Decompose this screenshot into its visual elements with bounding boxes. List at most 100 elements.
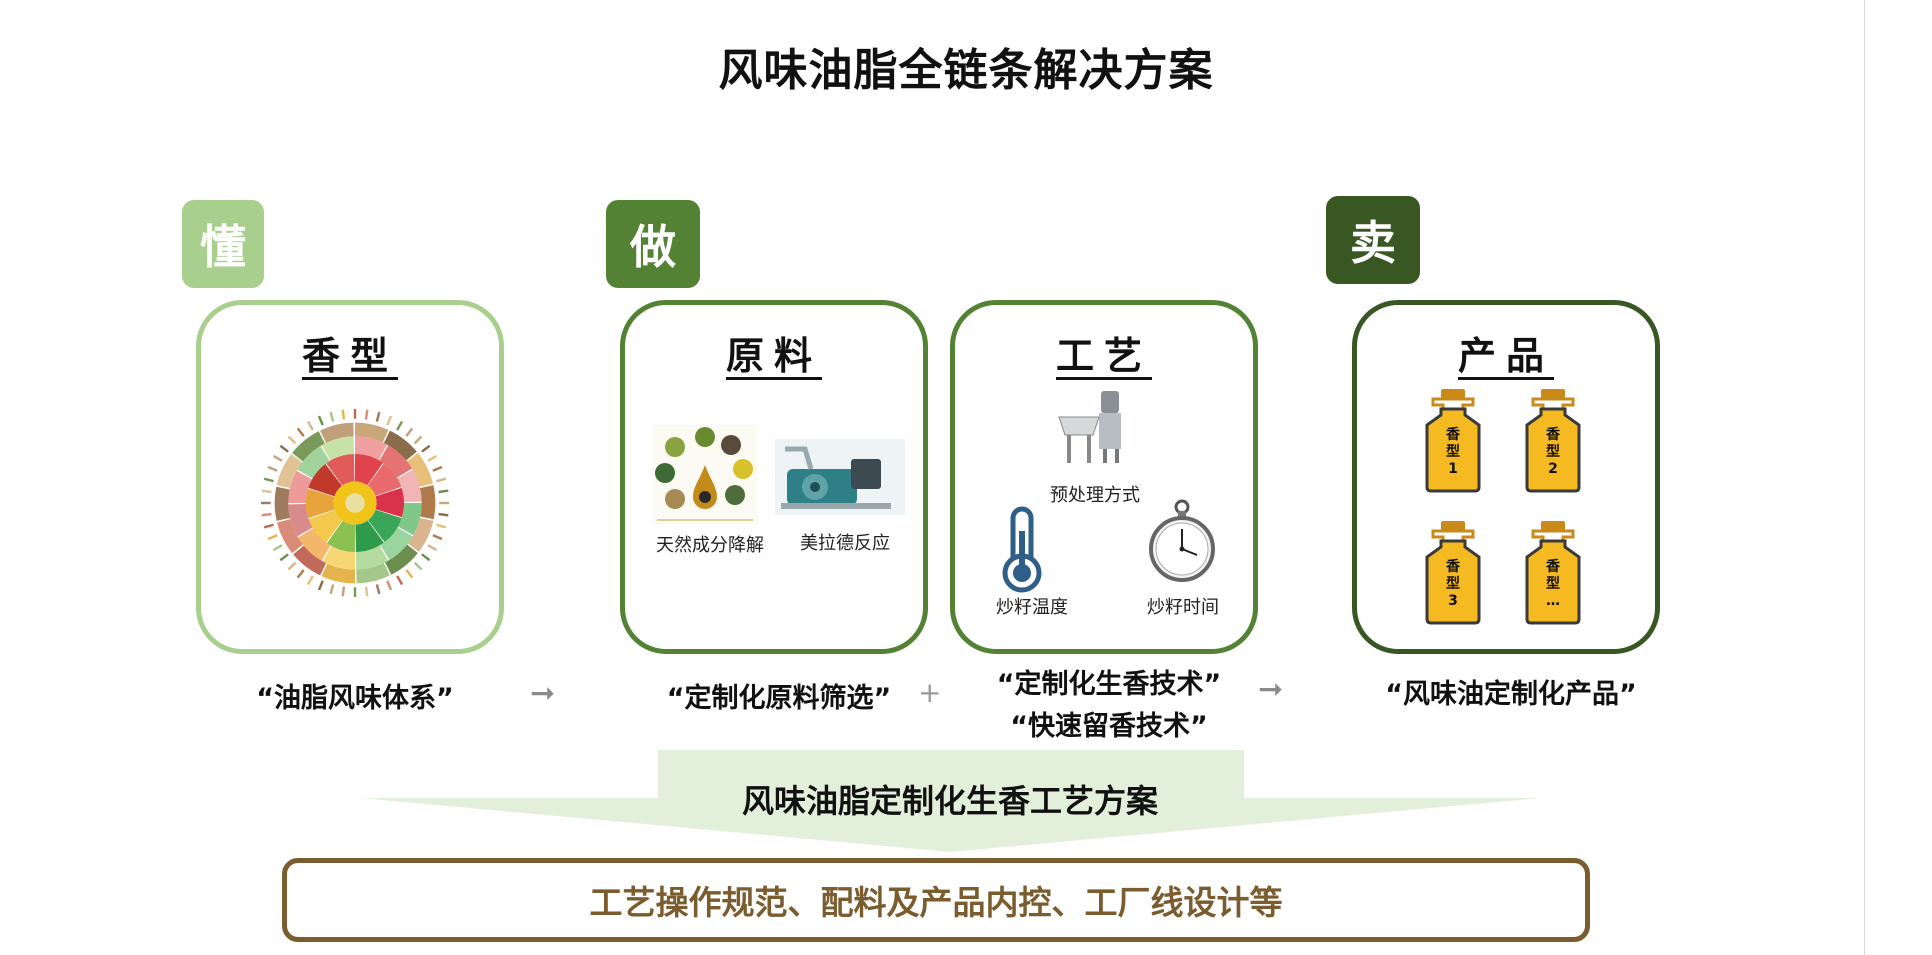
flavor-wheel-segment bbox=[293, 545, 327, 576]
flavor-wheel-tick bbox=[386, 415, 393, 426]
flavor-wheel-segment bbox=[326, 520, 355, 552]
flavor-wheel-tick bbox=[413, 561, 423, 571]
flavor-wheel-segment bbox=[355, 520, 384, 552]
flavor-wheel-segment bbox=[277, 519, 303, 554]
bottle-label-line3: 3 bbox=[1448, 593, 1458, 609]
flavor-wheel-tick bbox=[317, 580, 324, 591]
flavor-wheel-segment bbox=[288, 503, 313, 537]
bottle-label-line2: 型 bbox=[1446, 576, 1460, 592]
flavor-wheel-tick bbox=[421, 444, 431, 453]
flavor-wheel-segment bbox=[297, 445, 330, 479]
process-item-pretreatment: 预处理方式 bbox=[1050, 485, 1140, 506]
process-item-time: 炒籽时间 bbox=[1147, 597, 1219, 618]
flavor-wheel-segment bbox=[306, 488, 335, 519]
flavor-wheel-segment bbox=[407, 517, 434, 552]
flavor-wheel-segment bbox=[397, 469, 422, 503]
tag-make: 做 bbox=[606, 200, 700, 288]
arrow-right-icon: ➞ bbox=[530, 676, 556, 711]
flavor-wheel-tick bbox=[267, 465, 278, 472]
flavor-wheel-segment bbox=[308, 510, 343, 543]
flavor-wheel-tick bbox=[436, 523, 447, 529]
bottom-summary-box: 工艺操作规范、配料及产品内控、工厂线设计等 bbox=[282, 858, 1590, 942]
flavor-wheel-segment bbox=[383, 430, 417, 461]
flavor-wheel-segment bbox=[322, 545, 355, 570]
bottle-label-line2: 型 bbox=[1446, 444, 1460, 460]
flavor-wheel-tick bbox=[279, 553, 289, 562]
product-bottle-icon: 香 型 1 bbox=[1423, 389, 1483, 493]
flavor-wheel-tick bbox=[267, 534, 278, 541]
flavor-wheel-segment bbox=[355, 436, 388, 461]
aroma-card-title: 香型 bbox=[301, 334, 398, 378]
flavor-wheel-segment bbox=[355, 545, 389, 570]
flavor-wheel-tick bbox=[329, 411, 335, 422]
caption-material: “定制化原料筛选” bbox=[666, 683, 892, 714]
material-card-title: 原料 bbox=[725, 334, 822, 378]
caption-process-line2: “快速留香技术” bbox=[1010, 711, 1208, 742]
bottle-label-line1: 香 bbox=[1546, 559, 1560, 575]
bottle-label-line1: 香 bbox=[1546, 427, 1560, 443]
flavor-wheel-tick bbox=[375, 584, 381, 595]
flavor-wheel-segment bbox=[274, 486, 291, 521]
flavor-wheel-segment bbox=[320, 422, 354, 443]
process-item-temperature: 炒籽温度 bbox=[996, 597, 1068, 618]
flavor-wheel-segment bbox=[321, 436, 355, 461]
flavor-wheel-segment bbox=[379, 445, 413, 478]
flavor-wheel-tick bbox=[432, 534, 443, 541]
flavor-wheel-tick bbox=[272, 454, 283, 462]
bottle-label-line3: … bbox=[1546, 593, 1560, 609]
product-bottle-icon: 香 型 … bbox=[1523, 521, 1583, 625]
flavor-wheel-segment bbox=[368, 509, 402, 543]
flavor-wheel-tick bbox=[438, 512, 449, 517]
flavor-wheel-tick bbox=[413, 435, 423, 445]
process-card-title: 工艺 bbox=[1055, 334, 1152, 378]
bottle-label-line1: 香 bbox=[1446, 427, 1460, 443]
flavor-wheel-tick bbox=[427, 454, 438, 462]
flavor-wheel-tick bbox=[396, 575, 404, 586]
flavor-wheel-segment bbox=[367, 463, 402, 496]
aroma-card: 香型 bbox=[196, 300, 504, 654]
flavor-wheel-tick bbox=[287, 435, 297, 445]
thermometer-icon bbox=[1002, 506, 1042, 593]
flavor-wheel-tick bbox=[421, 553, 431, 562]
flavor-wheel-segment bbox=[397, 503, 422, 536]
product-card: 产品 香 型 1 香 型 2 bbox=[1352, 300, 1660, 654]
reaction-machine-icon bbox=[775, 439, 905, 515]
flavor-wheel-segment bbox=[326, 454, 355, 486]
flavor-wheel-tick bbox=[438, 489, 449, 494]
flavor-wheel-segment bbox=[297, 528, 331, 561]
flavor-wheel-tick bbox=[296, 427, 305, 437]
product-bottle-icon: 香 型 3 bbox=[1423, 521, 1483, 625]
material-item-natural-degradation: 天然成分降解 bbox=[656, 535, 764, 556]
pretreatment-machine-icon bbox=[1058, 391, 1121, 463]
flavor-wheel-segment bbox=[407, 452, 433, 487]
flavor-wheel-segment bbox=[321, 563, 355, 584]
bottle-label-line3: 1 bbox=[1448, 461, 1458, 477]
bottle-label-line1: 香 bbox=[1446, 559, 1460, 575]
flavor-wheel-tick bbox=[396, 420, 404, 431]
flavor-wheel-segment bbox=[419, 485, 436, 520]
ingredients-icon bbox=[653, 425, 757, 525]
flavor-wheel-segment bbox=[308, 463, 342, 497]
flavor-wheel-tick bbox=[279, 444, 289, 453]
flavor-wheel-segment bbox=[276, 454, 303, 489]
tag-understand: 懂 bbox=[182, 200, 264, 288]
material-card: 原料 天然成分降解 美拉德反应 bbox=[620, 300, 928, 654]
flavor-wheel-segment bbox=[355, 422, 389, 443]
flavor-wheel-tick bbox=[272, 544, 283, 552]
flavor-wheel-tick bbox=[306, 420, 314, 431]
flavor-wheel-tick bbox=[317, 415, 324, 426]
product-bottle-icon: 香 型 2 bbox=[1523, 389, 1583, 493]
bottle-label-line2: 型 bbox=[1546, 576, 1560, 592]
flavor-wheel-tick bbox=[329, 584, 335, 595]
banner-arrow-shape bbox=[360, 750, 1540, 852]
plus-icon: + bbox=[918, 676, 942, 709]
flavor-wheel-tick bbox=[263, 523, 274, 529]
material-item-maillard: 美拉德反应 bbox=[800, 533, 890, 554]
flavor-wheel-tick bbox=[261, 489, 272, 494]
flavor-wheel-segment bbox=[355, 454, 384, 486]
flavor-wheel-tick bbox=[341, 409, 346, 420]
flavor-wheel-tick bbox=[287, 561, 297, 571]
flavor-wheel-segment bbox=[356, 563, 390, 584]
flavor-wheel-tick bbox=[341, 586, 346, 597]
flavor-wheel-tick bbox=[386, 580, 393, 591]
